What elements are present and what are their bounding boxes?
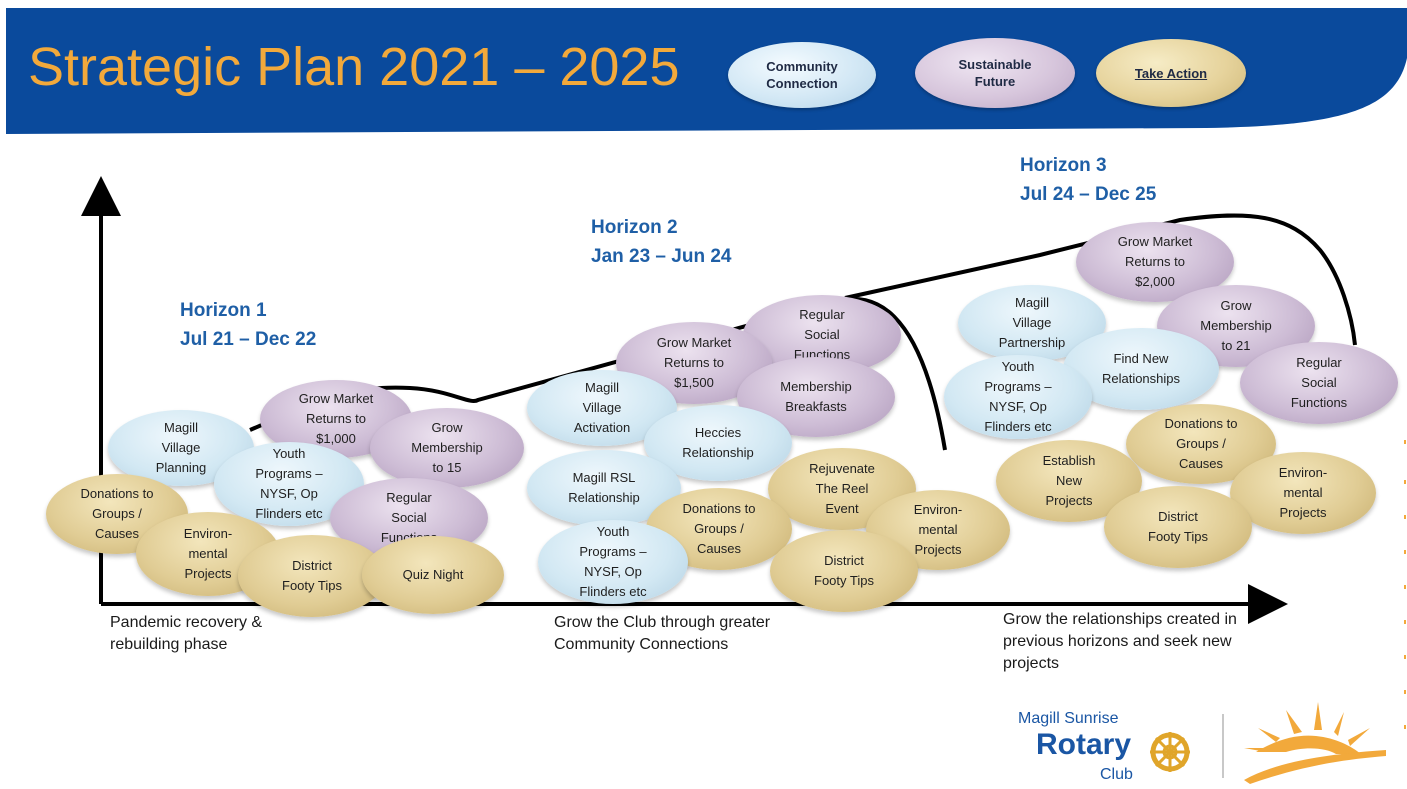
ellipse-label: Regular Social Functions (793, 307, 851, 362)
logo-line-2: Rotary (1036, 728, 1132, 761)
ellipse-label: District Footy Tips (1148, 509, 1208, 544)
horizon-1-name: Horizon 1 (180, 300, 267, 321)
ellipse-label: Donations to Groups / Causes (1164, 416, 1238, 471)
ellipse-label: Magill RSL Relationship (568, 470, 640, 505)
horizon-2-dates: Jan 23 – Jun 24 (591, 246, 732, 267)
h3-regular-social-functions: Regular Social Functions (1240, 342, 1398, 424)
ellipse-label: Grow Market Returns to $1,000 (298, 391, 374, 446)
h3-environmental-projects: Environ- mental Projects (1230, 452, 1376, 534)
h2-district-footy-tips: District Footy Tips (770, 530, 918, 612)
ellipse-label: Magill Village Planning (155, 420, 207, 475)
ellipse-label: Magill Village Partnership (998, 295, 1066, 350)
ellipse-label: Youth Programs – NYSF, Op Flinders etc (579, 524, 647, 599)
ellipse-label: Find New Relationships (1101, 351, 1181, 386)
ellipse-label: Regular Social Functions (1290, 355, 1348, 410)
ellipse-label: Environ- mental Projects (913, 502, 963, 557)
ellipse-label: Grow Membership to 21 (1200, 298, 1272, 353)
legend-label: Take Action (1134, 65, 1208, 81)
ellipse-label: Magill Village Activation (573, 380, 631, 435)
h1-district-footy-tips: District Footy Tips (238, 535, 386, 617)
ellipse-label: Rejuvenate The Reel Event (809, 461, 875, 516)
logo-divider (1222, 714, 1224, 778)
h3-youth-programs: Youth Programs – NYSF, Op Flinders etc (944, 355, 1092, 439)
ellipse-label: Donations to Groups / Causes (80, 486, 154, 541)
horizon-3-dates: Jul 24 – Dec 25 (1020, 184, 1157, 205)
h2-youth-programs: Youth Programs – NYSF, Op Flinders etc (538, 520, 688, 604)
growth-curve-h2-h3 (844, 213, 1357, 346)
ellipse-label: Grow Membership to 15 (411, 420, 483, 475)
ellipse-label: Grow Market Returns to $1,500 (656, 335, 732, 390)
ellipse-label: Environ- mental Projects (183, 526, 233, 581)
legend-label: Community Connection (766, 59, 838, 91)
h1-grow-membership: Grow Membership to 15 (370, 408, 524, 488)
ellipse-label: Heccies Relationship (682, 425, 754, 460)
ellipse-label: District Footy Tips (282, 558, 342, 593)
h3-district-footy-tips: District Footy Tips (1104, 486, 1252, 568)
ellipse-label: Establish New Projects (1042, 453, 1096, 508)
ellipse-label: Membership Breakfasts (780, 379, 852, 414)
sunrise-icon (1244, 702, 1386, 784)
ellipse-label: Grow Market Returns to $2,000 (1117, 234, 1193, 289)
h2-environmental-projects: Environ- mental Projects (866, 490, 1010, 570)
ellipse-label: Youth Programs – NYSF, Op Flinders etc (255, 446, 323, 521)
rotary-wheel-icon (1150, 732, 1190, 772)
horizon-1-dates: Jul 21 – Dec 22 (180, 329, 317, 350)
horizon-2-label: Horizon 2 Jan 23 – Jun 24 (591, 213, 731, 271)
page-title: Strategic Plan 2021 – 2025 (28, 37, 680, 97)
ellipse-label: Youth Programs – NYSF, Op Flinders etc (984, 359, 1052, 434)
phase-3-description: Grow the relationships created in previo… (1003, 611, 1237, 672)
h3-grow-market-returns: Grow Market Returns to $2,000 (1076, 222, 1234, 302)
logo-line-1: Magill Sunrise (1018, 710, 1119, 727)
club-logo: Magill Sunrise Rotary Club (1000, 700, 1400, 789)
header-background (6, 8, 1407, 134)
horizon-1-label: Horizon 1 Jul 21 – Dec 22 (180, 296, 316, 354)
logo-line-3: Club (1100, 766, 1133, 783)
phase-1-description: Pandemic recovery & rebuilding phase (110, 614, 263, 653)
h2-membership-breakfasts: Membership Breakfasts (737, 357, 895, 437)
legend-label: Sustainable Future (958, 57, 1032, 89)
ellipse-label: Environ- mental Projects (1278, 465, 1328, 520)
h3-magill-village-partnership: Magill Village Partnership (958, 285, 1106, 361)
h1-quiz-night: Quiz Night (362, 536, 504, 614)
legend-take-action: Take Action (1096, 39, 1246, 107)
horizon-3-name: Horizon 3 (1020, 155, 1107, 176)
ellipse-label: District Footy Tips (814, 553, 874, 588)
phase-2-description: Grow the Club through greater Community … (554, 614, 771, 653)
ellipse-label: Donations to Groups / Causes (682, 501, 756, 556)
header-banner: Strategic Plan 2021 – 2025 Community Con… (6, 8, 1407, 134)
legend-community-connection: Community Connection (728, 42, 876, 108)
horizon-3-label: Horizon 3 Jul 24 – Dec 25 (1020, 151, 1156, 209)
h1-youth-programs: Youth Programs – NYSF, Op Flinders etc (214, 442, 364, 526)
ellipse-label: Quiz Night (402, 567, 464, 582)
h2-magill-village-activation: Magill Village Activation (527, 370, 677, 446)
horizon-2-name: Horizon 2 (591, 217, 678, 238)
legend-sustainable-future: Sustainable Future (915, 38, 1075, 108)
